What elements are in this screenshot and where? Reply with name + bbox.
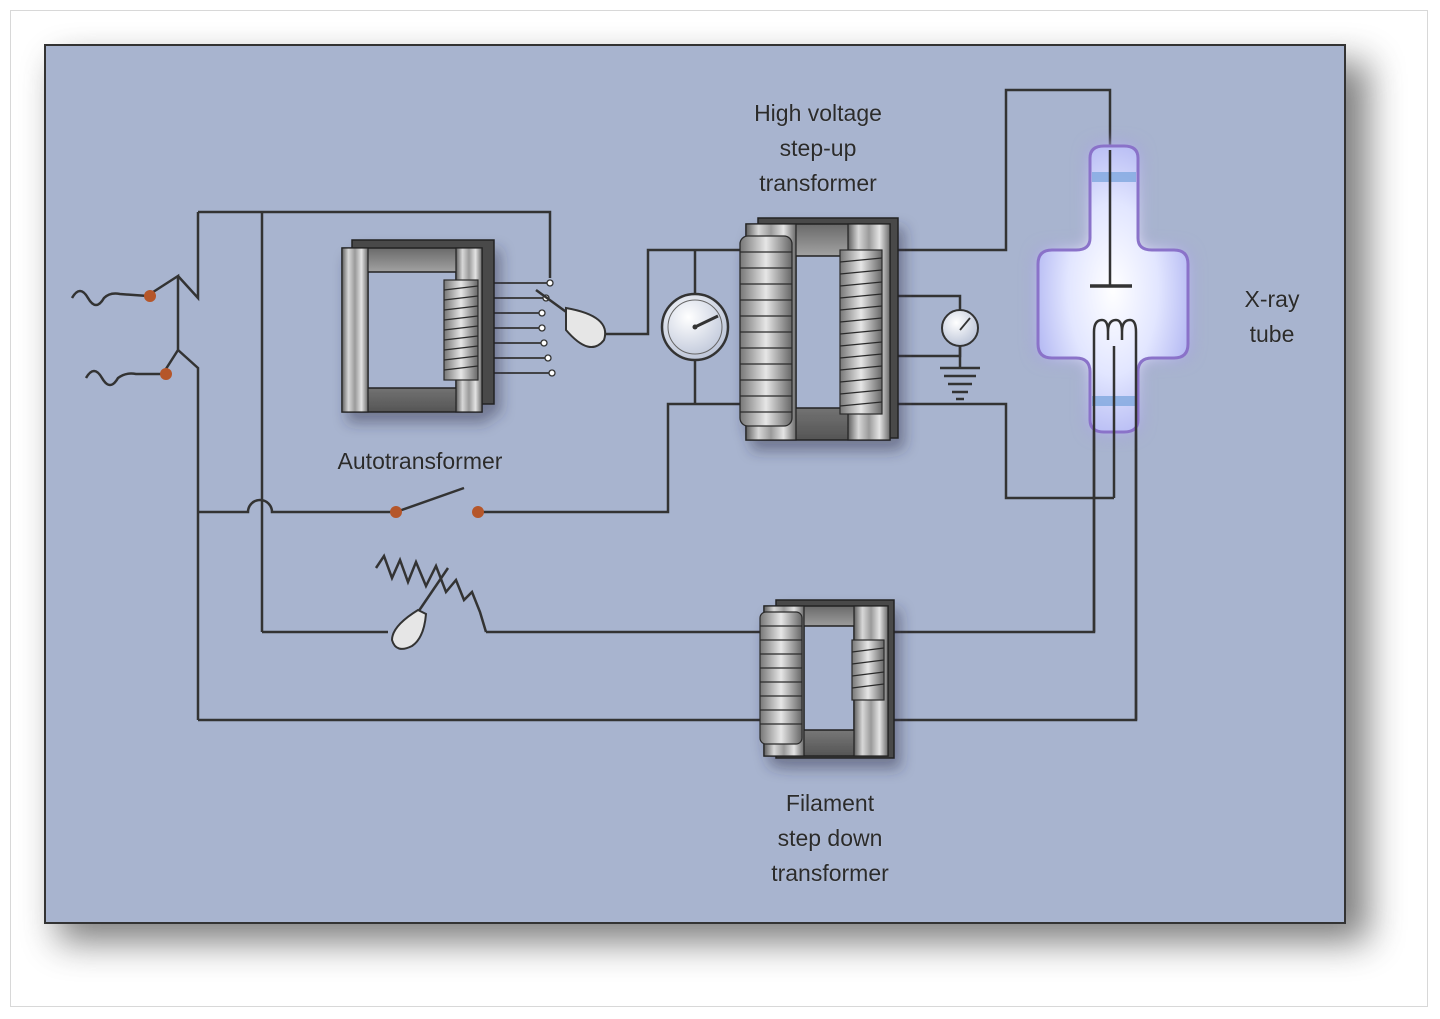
label-hv-transformer: High voltage step-up transformer — [718, 96, 918, 201]
xray-tube-leads — [1092, 346, 1138, 720]
filament-transformer — [759, 599, 895, 759]
label-hv-line-2: step-up — [779, 135, 857, 161]
label-filament-line-1: Filament — [785, 790, 875, 816]
autotransformer-selector-knob — [535, 288, 607, 349]
label-autotransformer: Autotransformer — [337, 448, 503, 474]
ma-meter — [941, 309, 979, 347]
kvp-meter — [660, 292, 730, 362]
label-xray-tube: X-ray tube — [1222, 282, 1322, 352]
label-filament-line-2: step down — [777, 825, 883, 851]
high-voltage-transformer — [739, 217, 899, 441]
filament-rheostat — [374, 553, 488, 650]
label-hv-line-1: High voltage — [754, 100, 882, 126]
circuit-wires — [70, 88, 1138, 722]
label-filament-line-3: transformer — [771, 860, 889, 886]
terminal-dots — [144, 290, 484, 518]
label-filament-transformer: Filament step down transformer — [730, 786, 930, 891]
label-hv-line-3: transformer — [759, 170, 877, 196]
ground-icon — [940, 366, 980, 401]
autotransformer — [341, 239, 495, 413]
label-xray-line-1: X-ray — [1244, 286, 1300, 312]
label-xray-line-2: tube — [1249, 321, 1295, 347]
